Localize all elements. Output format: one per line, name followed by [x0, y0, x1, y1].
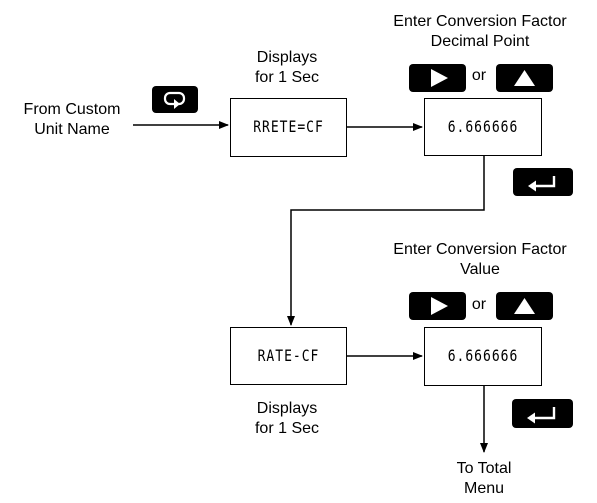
right-arrow-icon [431, 69, 448, 87]
step1-note-line2: for 1 Sec [254, 69, 320, 86]
enter-icon [527, 407, 556, 424]
step4-up-button[interactable] [496, 292, 553, 320]
exit-label: To Total Menu [434, 459, 534, 499]
step2-right-button[interactable] [409, 64, 466, 92]
step1-display-text: RRETE=CF [253, 118, 324, 137]
step3-note-line1: Displays [256, 400, 318, 417]
step2-title-line2: Decimal Point [430, 33, 530, 50]
step4-title-line1: Enter Conversion Factor [393, 241, 567, 258]
step2-or-label: or [471, 67, 487, 84]
right-arrow-icon [431, 297, 448, 315]
step1-display: RRETE=CF [230, 98, 347, 157]
step3-display: RATE-CF [230, 327, 347, 385]
exit-label-line2: Menu [463, 480, 505, 497]
step4-display: 6.666666 [424, 327, 542, 386]
step2-display: 6.666666 [424, 98, 542, 156]
step4-title-line2: Value [460, 261, 500, 278]
step4-enter-button[interactable] [512, 399, 573, 428]
arrow-step2-to-step3 [287, 156, 485, 326]
source-label-line1: From Custom [23, 101, 121, 118]
up-arrow-icon [514, 70, 535, 86]
step4-title: Enter Conversion Factor Value [366, 240, 594, 280]
step3-duration-note: Displays for 1 Sec [232, 399, 342, 439]
step2-title-line1: Enter Conversion Factor [393, 13, 567, 30]
step1-duration-note: Displays for 1 Sec [232, 48, 342, 88]
step2-up-button[interactable] [496, 64, 553, 92]
step2-title: Enter Conversion Factor Decimal Point [366, 12, 594, 52]
step2-display-text: 6.666666 [447, 117, 519, 137]
step4-right-button[interactable] [409, 292, 466, 320]
source-label: From Custom Unit Name [10, 100, 134, 140]
step3-display-text: RATE-CF [257, 346, 320, 366]
step4-display-text: 6.666666 [447, 347, 519, 366]
source-label-line2: Unit Name [34, 121, 110, 138]
exit-label-line1: To Total [456, 460, 512, 477]
step1-note-line1: Displays [256, 49, 318, 66]
step4-or-label: or [471, 296, 487, 313]
menu-cycle-icon [163, 91, 186, 109]
step3-note-line2: for 1 Sec [254, 420, 320, 437]
enter-icon [528, 176, 556, 192]
up-arrow-icon [514, 298, 535, 314]
menu-button[interactable] [152, 86, 198, 113]
step2-enter-button[interactable] [513, 168, 573, 196]
